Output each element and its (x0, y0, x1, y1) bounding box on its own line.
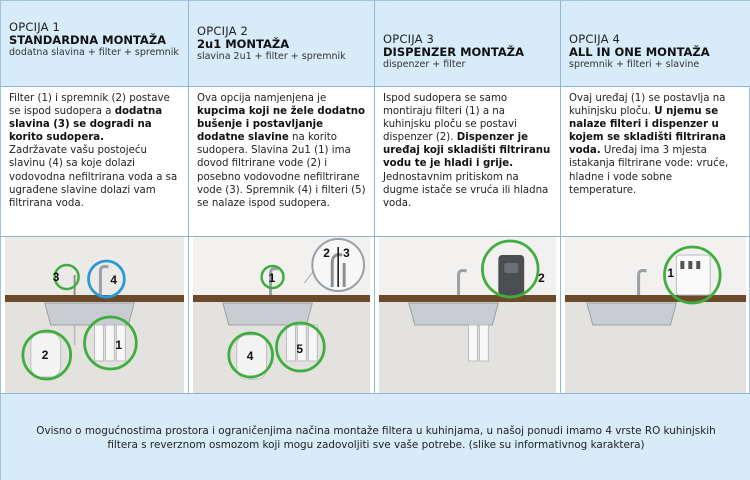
footer-line-1: Ovisno o mogućnostima prostora i ogranič… (36, 425, 716, 437)
marker-label-1: 1 (667, 266, 674, 280)
description-run: dodatna slavina (3) se dogradi na korito… (9, 106, 163, 144)
marker-circle-1 (83, 315, 138, 371)
countertop (379, 295, 556, 302)
footer-note: Ovisno o mogućnostima prostora i ogranič… (1, 393, 750, 480)
option-3-label: OPCIJA 3 (383, 32, 435, 46)
water-dispenser (498, 255, 525, 295)
marker-circle-4 (227, 331, 274, 379)
marker-label-2: 2 (538, 271, 545, 285)
description-run: Uređaj ima 3 mjesta istakanja filtrirane… (569, 145, 729, 196)
sink-basin (586, 302, 678, 326)
option-1-label: OPCIJA 1 (9, 20, 61, 34)
option-4-label: OPCIJA 4 (569, 32, 621, 46)
option-1-kitchen-drawing: 3 4 2 1 (5, 237, 184, 393)
description-run: Ova opcija namjenjena je (197, 93, 327, 104)
countertop (5, 295, 184, 302)
marker-circle-2 (481, 239, 540, 299)
marker-label-5: 5 (296, 342, 303, 356)
option-2-header: OPCIJA 2 2u1 MONTAŽA slavina 2u1 + filte… (189, 1, 374, 87)
option-4-kitchen-drawing: 1 (565, 237, 746, 393)
option-2-description: Ova opcija namjenjena je kupcima koji ne… (189, 87, 374, 237)
marker-circle-5 (275, 321, 326, 373)
option-3-illustration: 2 (375, 237, 560, 393)
description-run: U njemu se nalaze filteri i dispenzer u … (569, 106, 727, 157)
marker-label-3: 3 (53, 270, 60, 284)
two-in-one-faucet (269, 267, 279, 295)
option-4-illustration: 1 (561, 237, 750, 393)
option-2-title: 2u1 MONTAŽA (197, 37, 290, 51)
option-4-subtitle: spremnik + filteri + slavine (569, 59, 700, 70)
option-3-header: OPCIJA 3 DISPENZER MONTAŽA dispenzer + f… (375, 1, 560, 87)
option-3-title: DISPENZER MONTAŽA (383, 45, 525, 59)
description-run: Filter (1) i spremnik (2) postave se isp… (9, 93, 170, 118)
option-3-kitchen-drawing: 2 (379, 237, 556, 393)
option-1-subtitle: dodatna slavina + filter + spremnik (9, 47, 179, 58)
option-4-column: OPCIJA 4 ALL IN ONE MONTAŽA spremnik + f… (561, 1, 750, 393)
option-2-illustration: 2 3 1 4 5 (189, 237, 374, 393)
description-run: Jednostavnim pritiskom na dugme istače s… (383, 171, 549, 209)
countertop (565, 295, 746, 302)
marker-label-1: 1 (269, 271, 276, 285)
option-4-description: Ovaj uređaj (1) se postavlja na kuhinjsk… (561, 87, 750, 237)
option-3-subtitle: dispenzer + filter (383, 59, 466, 70)
marker-label-4: 4 (247, 349, 254, 363)
filter-cartridges (115, 324, 126, 362)
marker-circle-4 (87, 259, 126, 299)
footer-line-2: filtera s reverznom osmozom koji mogu za… (107, 439, 645, 451)
option-4-title: ALL IN ONE MONTAŽA (569, 45, 710, 59)
option-1-column: OPCIJA 1 STANDARDNA MONTAŽA dodatna slav… (1, 1, 189, 393)
marker-circle-1 (260, 264, 285, 290)
marker-circle-3 (53, 263, 80, 291)
option-2-label: OPCIJA 2 (197, 24, 249, 38)
marker-circle-2 (21, 329, 73, 381)
marker-label-2: 2 (42, 348, 49, 362)
option-3-description: Ispod sudopera se samo montiraju filteri… (375, 87, 560, 237)
description-run: kupcima koji ne žele dodatno bušenje i p… (197, 106, 365, 144)
description-run: Ispod sudopera se samo montiraju filteri… (383, 93, 517, 144)
faucet (637, 269, 647, 295)
countertop (193, 295, 370, 302)
option-2-kitchen-drawing: 2 3 1 4 5 (193, 237, 370, 393)
faucet (457, 269, 467, 295)
option-2-column: OPCIJA 2 2u1 MONTAŽA slavina 2u1 + filte… (189, 1, 375, 393)
marker-label-2: 2 (323, 246, 330, 260)
option-1-header: OPCIJA 1 STANDARDNA MONTAŽA dodatna slav… (1, 1, 188, 87)
option-1-title: STANDARDNA MONTAŽA (9, 33, 167, 47)
storage-tank (236, 334, 268, 380)
description-run: na korito sudopera. Slavina 2u1 (1) ima … (197, 132, 366, 209)
option-1-description: Filter (1) i spremnik (2) postave se isp… (1, 87, 188, 237)
marker-label-4: 4 (110, 273, 117, 287)
marker-circle-1 (663, 245, 722, 305)
filter-cartridges (478, 324, 489, 362)
existing-faucet (98, 265, 109, 295)
option-1-illustration: 3 4 2 1 (1, 237, 188, 393)
marker-label-1: 1 (115, 338, 122, 352)
sink-basin (44, 302, 135, 326)
marker-label-3: 3 (343, 246, 350, 260)
sink-basin (408, 302, 499, 326)
option-4-header: OPCIJA 4 ALL IN ONE MONTAŽA spremnik + f… (561, 1, 750, 87)
description-run: Zadržavate vašu postojeću slavinu (4) sa… (9, 145, 178, 209)
description-run: Dispenzer je uređaj koji skladišti filtr… (383, 132, 551, 170)
description-run: Ovaj uređaj (1) se postavlja na kuhinjsk… (569, 93, 726, 118)
storage-tank (30, 332, 62, 378)
option-2-subtitle: slavina 2u1 + filter + spremnik (197, 51, 346, 62)
option-3-column: OPCIJA 3 DISPENZER MONTAŽA dispenzer + f… (375, 1, 561, 393)
all-in-one-unit (675, 254, 711, 296)
